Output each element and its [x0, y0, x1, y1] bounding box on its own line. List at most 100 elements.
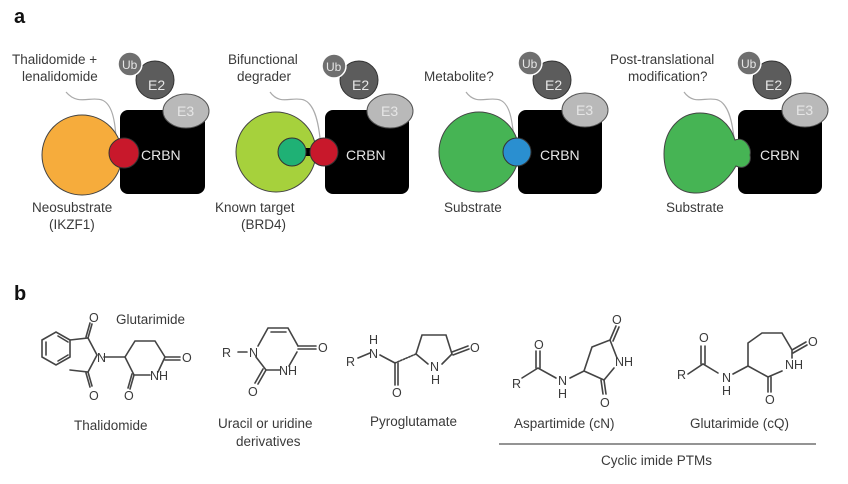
atom-n: N — [97, 351, 106, 365]
e2-label: E2 — [545, 77, 562, 93]
atom-o: O — [392, 386, 402, 400]
linker — [298, 148, 318, 156]
top-label-line2: degrader — [237, 69, 292, 84]
atom-h: H — [431, 373, 440, 387]
e2-label: E2 — [765, 77, 782, 93]
e2-circle — [532, 60, 572, 100]
e2-circle — [339, 60, 379, 100]
atom-n: N — [369, 347, 378, 361]
pointer-line — [269, 91, 321, 139]
crbn-label: CRBN — [760, 147, 800, 163]
atom-o: O — [318, 341, 328, 355]
top-label-line1: Metabolite? — [424, 69, 494, 84]
group-label: Cyclic imide PTMs — [601, 453, 712, 468]
atom-h: H — [722, 384, 731, 398]
bottom-label-line1: Substrate — [666, 200, 724, 215]
atom-o: O — [534, 338, 544, 352]
e3-ellipse — [162, 93, 210, 129]
scenario-metabolite: Metabolite? CRBN E2 E3 Ub Substrate — [424, 50, 609, 215]
atom-nh: NH — [150, 369, 168, 383]
metabolite-circle — [502, 137, 532, 167]
atom-n: N — [722, 371, 731, 385]
atom-o: O — [470, 341, 480, 355]
structure-name: Glutarimide (cQ) — [690, 416, 789, 431]
top-label-line2: modification? — [628, 69, 708, 84]
panel-a-label: a — [14, 6, 26, 28]
atom-o: O — [124, 389, 134, 403]
structure-pyroglutamate: R H N O N H O Pyroglutamate — [346, 333, 480, 429]
modified-substrate-shape — [663, 112, 751, 194]
bottom-label-line1: Known target — [215, 200, 295, 215]
ub-label: Ub — [522, 57, 538, 71]
top-label-line1: Post-translational — [610, 52, 714, 67]
target-ligand-circle — [277, 137, 307, 167]
scenario-ptm: Post-translational modification? CRBN E2… — [610, 50, 829, 215]
top-label-line2: lenalidomide — [22, 69, 98, 84]
structure-name: Aspartimide (cN) — [514, 416, 615, 431]
atom-o: O — [89, 311, 99, 325]
crbn-box — [120, 110, 205, 194]
atom-h: H — [558, 387, 567, 401]
bottom-label-line2: (IKZF1) — [49, 217, 95, 232]
e3-label: E3 — [177, 103, 194, 119]
e2-label: E2 — [352, 77, 369, 93]
structure-thalidomide: O N O O NH O Glutarimide Thalidomide — [41, 311, 192, 433]
structure-name: Pyroglutamate — [370, 414, 457, 429]
atom-r: R — [512, 377, 521, 391]
pointer-line — [65, 91, 117, 139]
ub-circle — [517, 50, 543, 76]
ub-circle — [117, 51, 143, 77]
bottom-label-line2: (BRD4) — [241, 217, 286, 232]
scenario-bifunctional-degrader: Bifunctional degrader CRBN E2 E3 Ub Know… — [215, 52, 414, 232]
ub-label: Ub — [326, 60, 342, 74]
e2-circle — [135, 60, 175, 100]
atom-o: O — [765, 393, 775, 407]
crbn-label: CRBN — [346, 147, 386, 163]
structure-glutarimide-cq: R O N H NH O O Glutarimide (cQ) — [677, 331, 818, 431]
atom-o: O — [612, 313, 622, 327]
crbn-label: CRBN — [141, 147, 181, 163]
atom-n: N — [558, 374, 567, 388]
atom-n: N — [249, 346, 258, 360]
structure-name-line2: derivatives — [236, 434, 301, 449]
top-label-line1: Bifunctional — [228, 52, 298, 67]
atom-nh: NH — [279, 364, 297, 378]
panel-b-label: b — [14, 283, 26, 305]
ub-circle — [321, 53, 347, 79]
atom-o: O — [89, 389, 99, 403]
glutarimide-annotation: Glutarimide — [116, 312, 185, 327]
crbn-label: CRBN — [540, 147, 580, 163]
atom-r: R — [677, 368, 686, 382]
e2-label: E2 — [148, 77, 165, 93]
crbn-box — [738, 110, 822, 194]
crbn-ligand-circle — [309, 137, 339, 167]
structure-aspartimide: R O N H NH O O Aspartimide (cN) — [512, 313, 633, 431]
structure-uracil: R N O NH O Uracil or uridine derivatives — [218, 327, 328, 449]
crbn-box — [518, 110, 602, 194]
scenario-thalidomide: Thalidomide + lenalidomide CRBN E2 E3 Ub… — [12, 51, 210, 232]
ub-label: Ub — [122, 58, 138, 72]
pointer-line — [683, 91, 735, 139]
atom-o: O — [808, 335, 818, 349]
crbn-box — [325, 110, 409, 194]
atom-r: R — [346, 355, 355, 369]
bottom-label-line1: Substrate — [444, 200, 502, 215]
atom-nh: NH — [785, 358, 803, 372]
ub-label: Ub — [741, 57, 757, 71]
e3-ellipse — [561, 92, 609, 128]
atom-nh: NH — [615, 355, 633, 369]
atom-o: O — [182, 351, 192, 365]
e3-label: E3 — [796, 102, 813, 118]
structure-name: Thalidomide — [74, 418, 148, 433]
atom-h: H — [369, 333, 378, 347]
atom-o: O — [600, 396, 610, 410]
e2-circle — [752, 60, 792, 100]
atom-n: N — [430, 360, 439, 374]
structure-name-line1: Uracil or uridine — [218, 416, 313, 431]
pointer-line — [465, 91, 515, 139]
bottom-label-line1: Neosubstrate — [32, 200, 112, 215]
e3-ellipse — [366, 93, 414, 129]
atom-o: O — [248, 385, 258, 399]
e3-label: E3 — [576, 102, 593, 118]
